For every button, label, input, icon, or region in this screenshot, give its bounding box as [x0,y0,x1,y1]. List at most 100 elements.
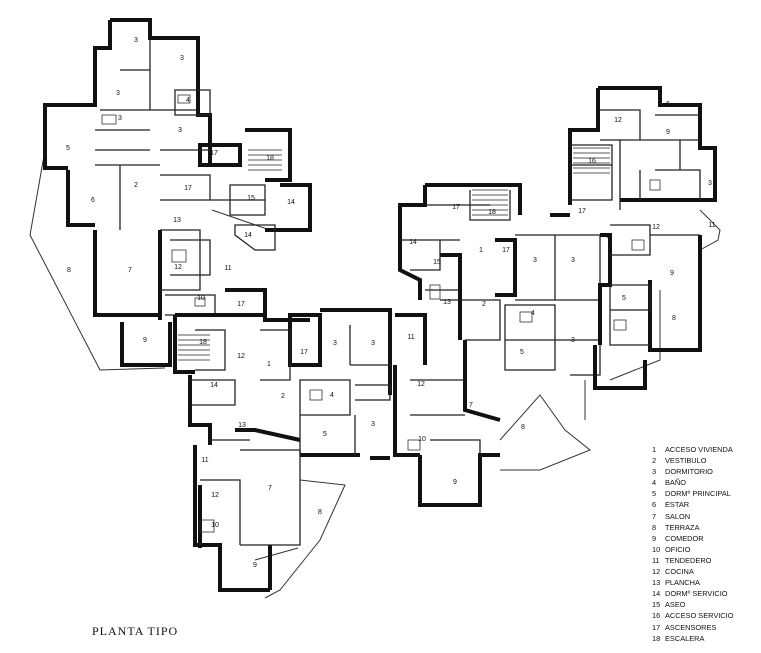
legend-label: BAÑO [665,478,686,488]
legend-label: SALON [665,511,691,521]
legend-label: COCINA [665,567,694,577]
room-number: 11 [407,334,414,341]
room-number: 12 [614,117,622,124]
legend-number: 6 [652,500,657,510]
legend-label: ASEO [665,600,686,610]
legend-label: VESTIBULO [665,456,707,466]
room-number: 10 [197,295,205,302]
legend-number: 10 [652,544,661,554]
room-number: 15 [247,195,255,202]
room-number: 12 [211,492,219,499]
room-number: 5 [323,431,327,438]
room-number: 8 [67,267,71,274]
room-number: 13 [238,422,246,429]
stair-hatching [178,147,610,361]
legend-label: DORMITORIO [665,467,713,477]
room-number: 1 [479,247,483,254]
legend-number: 14 [652,589,661,599]
room-number: 14 [244,232,252,239]
legend-label: ACCESO VIVIENDA [665,445,733,454]
legend-number: 4 [652,478,657,488]
room-number: 15 [433,259,441,266]
room-number: 16 [588,158,596,165]
room-number-labels: 3 3 3 4 3 3 5 2 6 7 8 9 17 17 18 15 14 1… [66,37,716,569]
legend-item: 4 BAÑO [652,477,733,488]
room-number: 14 [287,199,295,206]
room-number: 9 [453,479,457,486]
legend-number: 12 [652,567,661,577]
room-number: 13 [443,299,451,306]
block-a-walls [43,18,312,367]
room-number: 3 [371,340,375,347]
room-number: 1 [267,361,271,368]
legend-number: 2 [652,456,657,466]
room-number: 3 [134,37,138,44]
room-number: 2 [482,301,486,308]
legend-number: 16 [652,611,661,621]
room-number: 1 [606,233,610,240]
room-number: 3 [180,55,184,62]
room-number: 11 [201,457,208,464]
legend-number: 8 [652,522,657,532]
room-number: 10 [211,522,219,529]
legend-number: 17 [652,622,661,632]
room-number: 7 [268,485,272,492]
room-number: 8 [672,315,676,322]
legend-number: 9 [652,533,657,543]
room-number: 6 [91,197,95,204]
block-b-walls [173,288,392,592]
room-number: 18 [199,339,207,346]
room-number: 12 [652,224,660,231]
legend-number: 18 [652,633,661,643]
legend-item: 16 ACCESO SERVICIO [652,610,733,621]
room-number: 4 [531,310,535,317]
legend-label: COMEDOR [665,533,704,543]
legend-number: 5 [652,489,657,499]
legend-label: OFICIO [665,544,691,554]
room-number: 17 [237,301,245,308]
room-number: 2 [134,182,138,189]
legend-number: 15 [652,600,661,610]
room-number: 9 [253,562,257,569]
room-number: 9 [670,270,674,277]
room-number: 18 [488,209,496,216]
legend-item: 9 COMEDOR [652,533,733,544]
room-number: 3 [333,340,337,347]
room-number: 17 [452,204,460,211]
room-number: 13 [173,217,181,224]
room-number: 5 [520,349,524,356]
legend-label: ACCESO SERVICIO [665,611,734,621]
legend-label: ESTAR [665,500,690,510]
room-number: 18 [266,155,274,162]
room-number: 3 [708,180,712,187]
room-number: 3 [178,127,182,134]
legend-number: 7 [652,511,657,521]
room-number: 8 [318,509,322,516]
room-number: 3 [371,421,375,428]
legend-item: 12 COCINA [652,566,733,577]
legend-number: 3 [652,467,657,477]
room-number: 14 [409,239,417,246]
legend-item: 3 DORMITORIO [652,466,733,477]
room-number: 11 [224,265,231,272]
room-number: 3 [571,337,575,344]
room-number: 3 [118,115,122,122]
room-number: 14 [210,382,218,389]
legend-number: 1 [652,445,657,454]
legend-number: 13 [652,578,661,588]
legend-item: 1 ACCESO VIVIENDA [652,444,733,455]
legend-item: 7 SALON [652,511,733,522]
legend-label: DORMº PRINCIPAL [665,489,731,499]
room-number: 12 [237,353,245,360]
legend-item: 5 DORMº PRINCIPAL [652,488,733,499]
room-number: 5 [622,295,626,302]
room-number: 7 [469,402,473,409]
legend-item: 10 OFICIO [652,544,733,555]
legend-label: TENDEDERO [665,555,712,565]
legend-label: ASCENSORES [665,622,717,632]
block-d-walls [550,86,717,390]
legend-label: ESCALERA [665,633,705,643]
